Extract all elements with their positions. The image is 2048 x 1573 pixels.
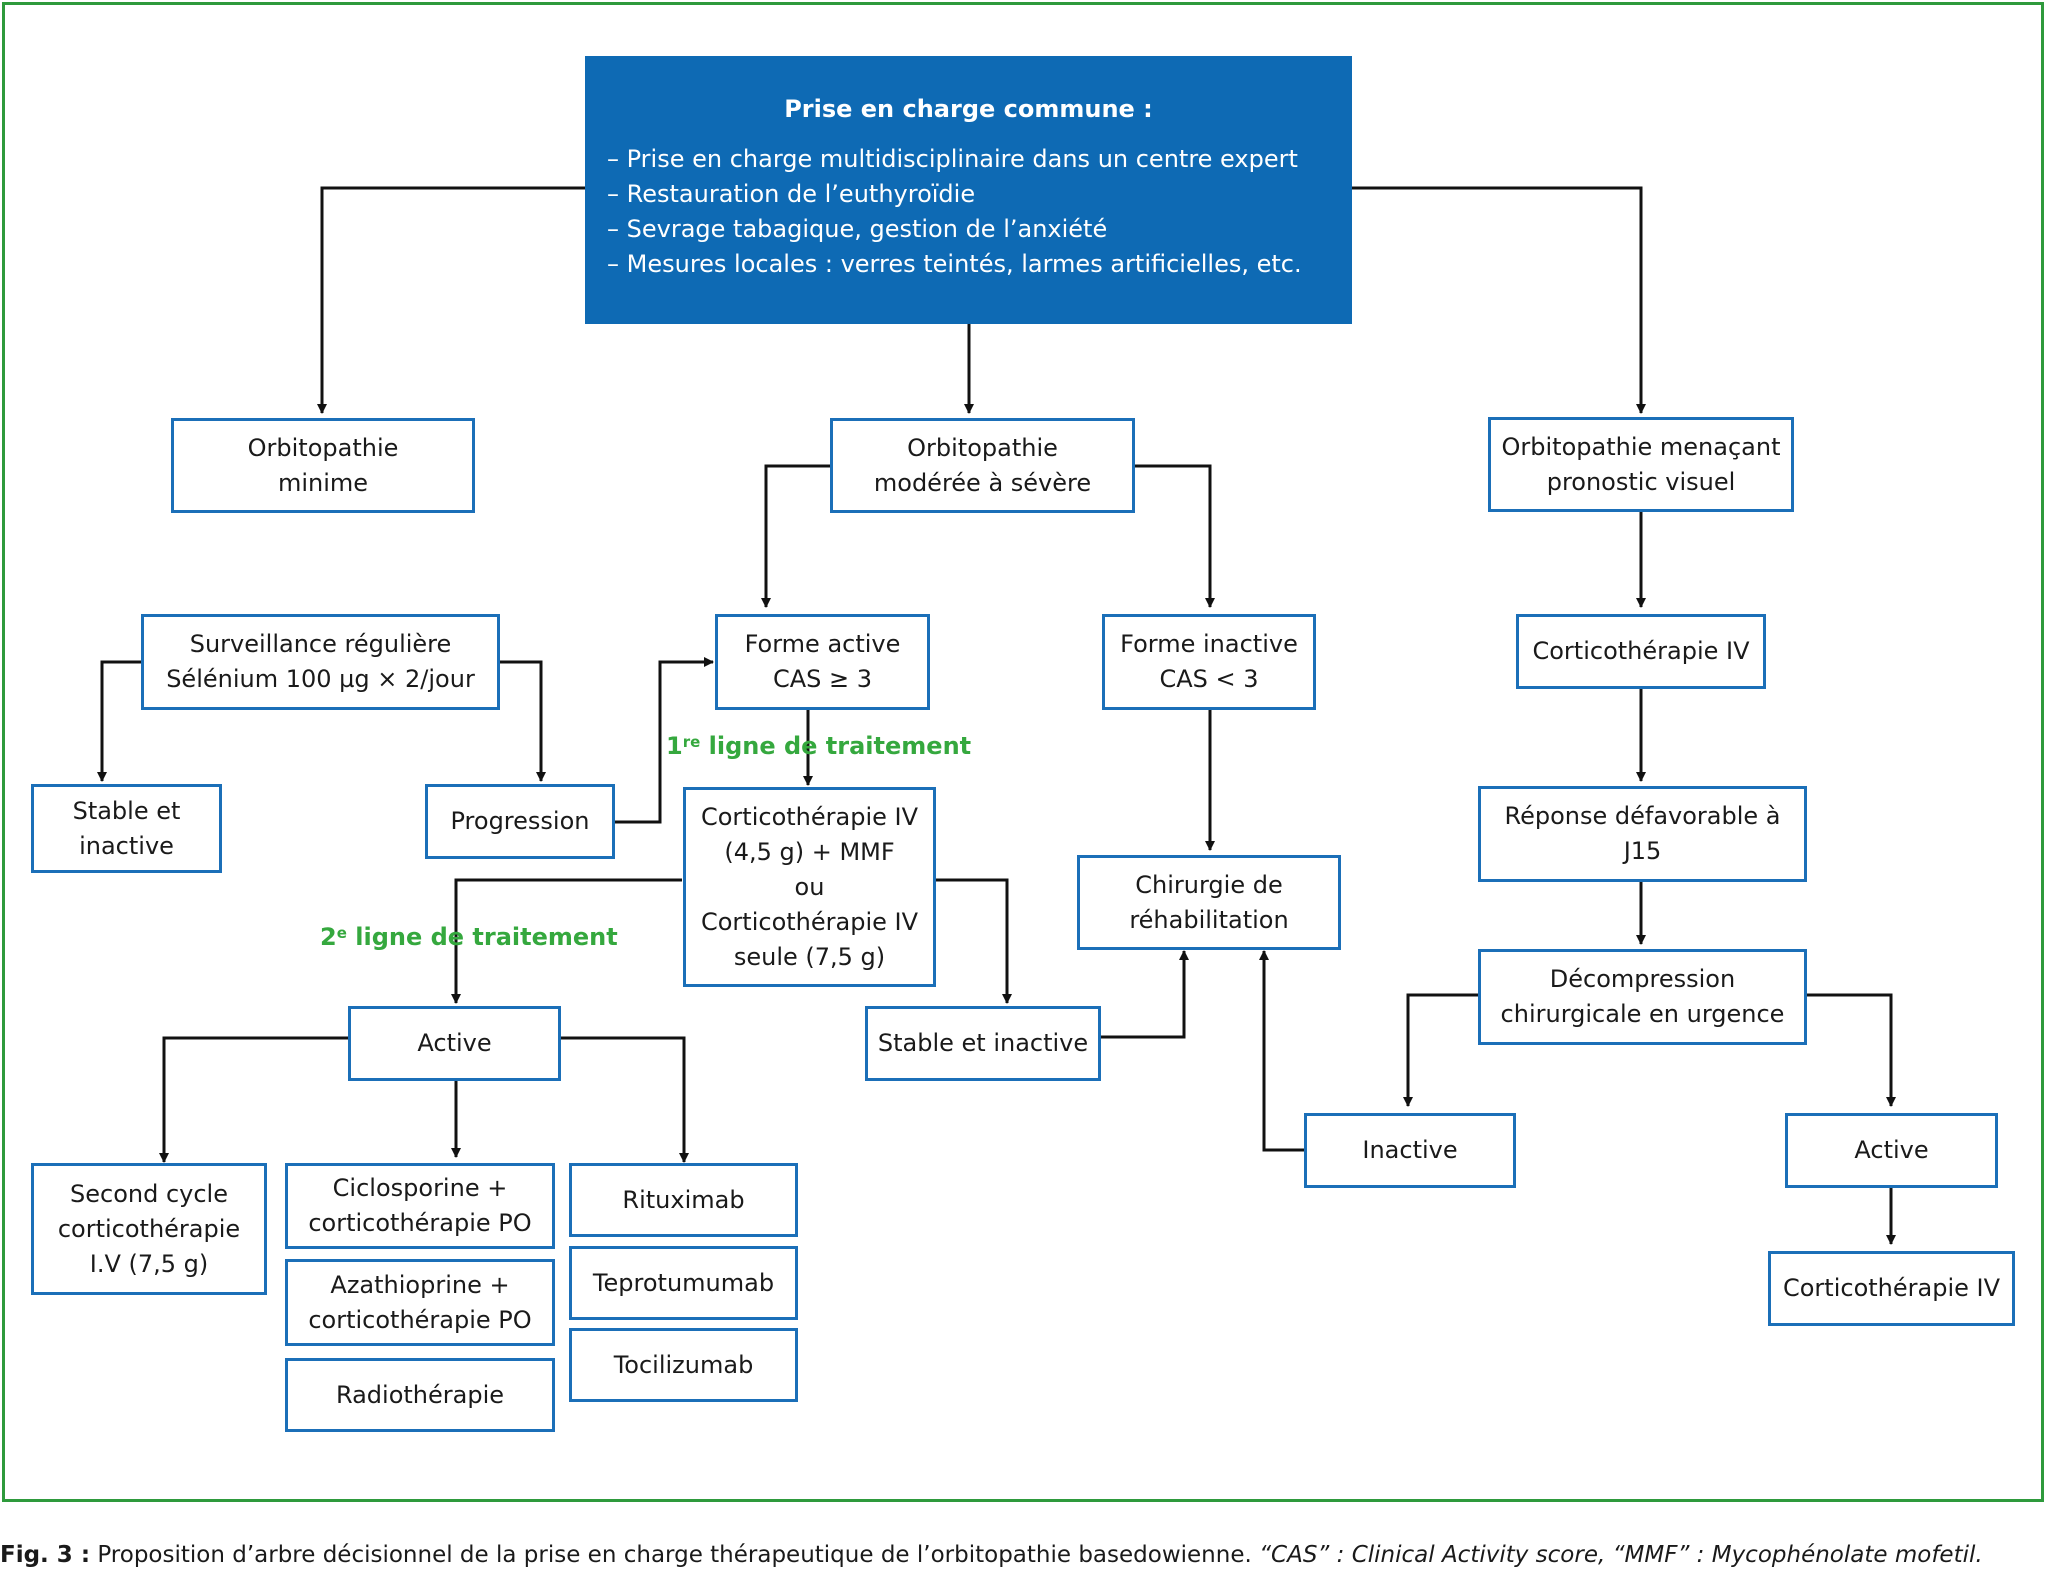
node-line: seule (7,5 g) bbox=[733, 942, 886, 971]
node-reponse-defavorable: Réponse défavorable à J15 bbox=[1478, 786, 1807, 882]
node-line: J15 bbox=[1623, 837, 1662, 865]
node-line: CAS ≥ 3 bbox=[772, 665, 873, 693]
second-line-text: ligne de traitement bbox=[346, 923, 618, 951]
first-line-num: 1 bbox=[666, 732, 683, 760]
node-line: Corticothérapie IV bbox=[700, 802, 919, 831]
node-tocilizumab: Tocilizumab bbox=[569, 1328, 798, 1402]
second-line-num: 2 bbox=[320, 923, 337, 951]
node-line: Second cycle bbox=[70, 1179, 228, 1208]
node-line: corticothérapie PO bbox=[308, 1209, 532, 1237]
node-azathioprine: Azathioprine + corticothérapie PO bbox=[285, 1259, 555, 1346]
node-line: Ciclosporine + bbox=[332, 1174, 508, 1202]
node-line: Chirurgie de bbox=[1135, 870, 1283, 899]
node-progression: Progression bbox=[425, 784, 615, 859]
common-bullet: – Mesures locales : verres teintés, larm… bbox=[607, 250, 1302, 278]
node-line: ou bbox=[794, 872, 825, 901]
node-line: Teprotumumab bbox=[592, 1268, 775, 1297]
node-line: Progression bbox=[450, 807, 590, 835]
node-corticotherapie-iv-final: Corticothérapie IV bbox=[1768, 1251, 2015, 1326]
node-line: Radiothérapie bbox=[335, 1380, 505, 1409]
node-ciclosporine: Ciclosporine + corticothérapie PO bbox=[285, 1163, 555, 1249]
common-bullet: – Sevrage tabagique, gestion de l’anxiét… bbox=[607, 215, 1108, 243]
caption-abbreviations: “CAS” : Clinical Activity score, “MMF” :… bbox=[1259, 1542, 1983, 1568]
node-line: pronostic visuel bbox=[1546, 467, 1736, 496]
node-teprotumumab: Teprotumumab bbox=[569, 1246, 798, 1320]
node-line: Forme active bbox=[744, 630, 901, 658]
node-stable-inactive-left: Stable et inactive bbox=[31, 784, 222, 873]
node-line: Sélénium 100 µg × 2/jour bbox=[166, 665, 475, 693]
node-line: Azathioprine + bbox=[330, 1270, 510, 1299]
node-line: corticothérapie bbox=[57, 1214, 241, 1243]
node-line: Tocilizumab bbox=[613, 1350, 754, 1379]
node-line: Surveillance régulière bbox=[189, 630, 452, 658]
second-line-label: 2e ligne de traitement bbox=[320, 922, 618, 952]
node-line: chirurgicale en urgence bbox=[1500, 1000, 1785, 1028]
common-bullet: – Prise en charge multidisciplinaire dan… bbox=[607, 145, 1298, 173]
node-line: Active bbox=[1854, 1136, 1929, 1164]
node-line: Active bbox=[417, 1029, 492, 1057]
node-chirurgie-rehabilitation: Chirurgie de réhabilitation bbox=[1077, 855, 1341, 950]
node-line: Inactive bbox=[1362, 1136, 1458, 1164]
node-orbitopathie-menacant: Orbitopathie menaçant pronostic visuel bbox=[1488, 417, 1794, 512]
first-line-label: 1re ligne de traitement bbox=[666, 731, 971, 761]
node-line: minime bbox=[277, 468, 369, 497]
node-inactive-right: Inactive bbox=[1304, 1113, 1516, 1188]
node-line: inactive bbox=[79, 831, 174, 860]
node-line: Forme inactive bbox=[1120, 630, 1298, 658]
node-line: Orbitopathie menaçant bbox=[1501, 432, 1781, 461]
node-corticotherapie-iv-right: Corticothérapie IV bbox=[1516, 614, 1766, 689]
node-line: Rituximab bbox=[622, 1185, 745, 1214]
node-decompression: Décompression chirurgicale en urgence bbox=[1478, 949, 1807, 1045]
first-line-sup: re bbox=[682, 733, 701, 751]
node-line: Stable et bbox=[72, 796, 181, 825]
common-management-title: Prise en charge commune : bbox=[784, 95, 1153, 123]
node-rituximab: Rituximab bbox=[569, 1163, 798, 1237]
second-line-sup: e bbox=[336, 924, 347, 942]
caption-fig-number: Fig. 3 : bbox=[0, 1542, 91, 1568]
caption-text: Proposition d’arbre décisionnel de la pr… bbox=[90, 1542, 1260, 1568]
common-bullet: – Restauration de l’euthyroïdie bbox=[607, 180, 976, 208]
first-line-text: ligne de traitement bbox=[700, 732, 972, 760]
node-line: corticothérapie PO bbox=[308, 1305, 532, 1334]
node-line: CAS < 3 bbox=[1159, 665, 1259, 693]
node-active-mid: Active bbox=[348, 1006, 561, 1081]
node-orbitopathie-minime: Orbitopathie minime bbox=[171, 418, 475, 513]
node-line: réhabilitation bbox=[1129, 905, 1289, 934]
node-active-right: Active bbox=[1785, 1113, 1998, 1188]
node-line: Corticothérapie IV bbox=[1532, 637, 1750, 665]
node-line: Corticothérapie IV bbox=[700, 907, 919, 936]
figure-caption: Fig. 3 : Proposition d’arbre décisionnel… bbox=[0, 1541, 1983, 1569]
node-orbitopathie-moderee: Orbitopathie modérée à sévère bbox=[830, 418, 1135, 513]
node-line: (4,5 g) + MMF bbox=[724, 837, 895, 866]
node-stable-inactive-mid: Stable et inactive bbox=[865, 1006, 1101, 1081]
node-line: Stable et inactive bbox=[877, 1029, 1089, 1057]
node-line: modérée à sévère bbox=[873, 468, 1092, 497]
node-line: I.V (7,5 g) bbox=[89, 1249, 209, 1278]
common-management-box: Prise en charge commune : – Prise en cha… bbox=[585, 56, 1352, 324]
node-radiotherapie: Radiothérapie bbox=[285, 1358, 555, 1432]
node-line: Orbitopathie bbox=[247, 433, 399, 462]
node-line: Corticothérapie IV bbox=[1782, 1274, 2001, 1302]
figure-frame bbox=[2, 2, 2044, 1502]
node-line: Orbitopathie bbox=[907, 433, 1058, 462]
node-line: Décompression bbox=[1549, 965, 1736, 993]
node-line: Réponse défavorable à bbox=[1504, 802, 1781, 830]
